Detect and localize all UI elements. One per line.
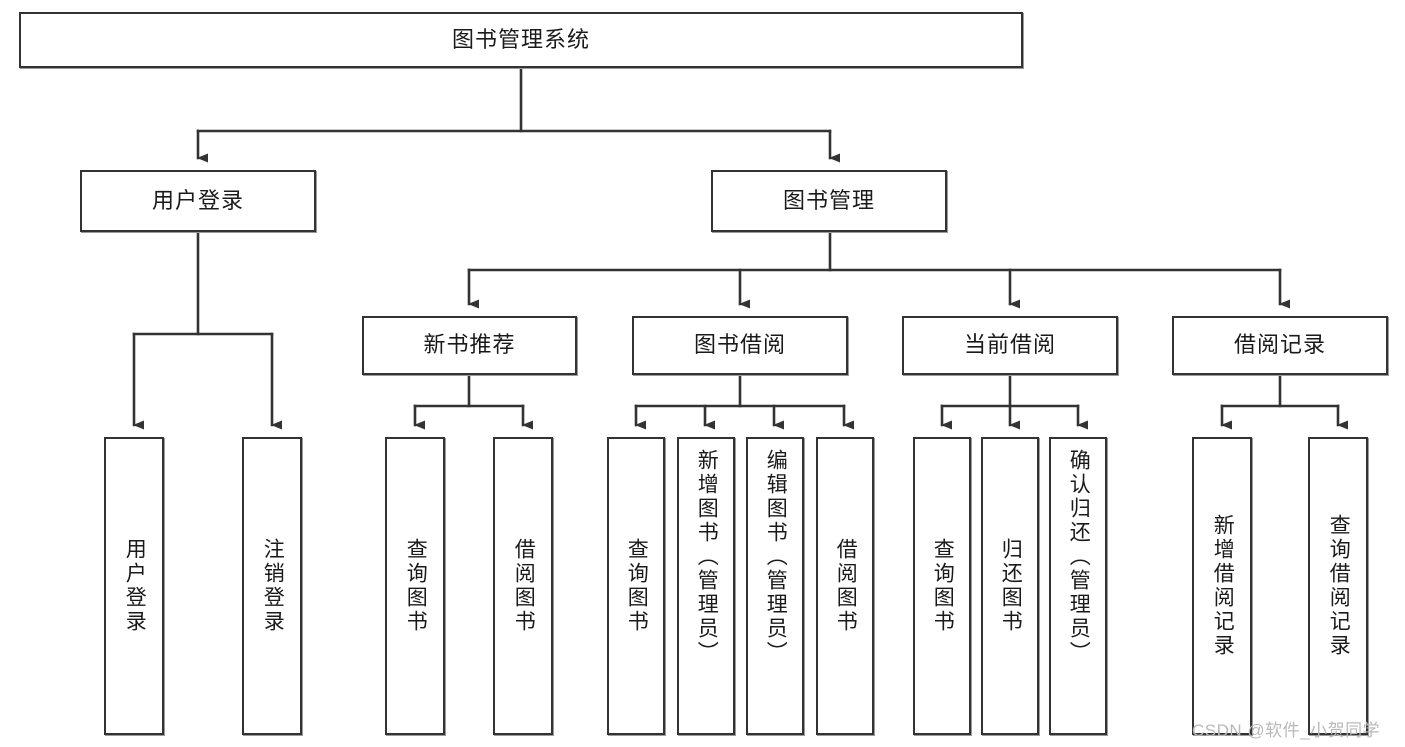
node-leaf-return-book[interactable]: 归还图书 xyxy=(981,437,1039,735)
node-borrow-record-label: 借阅记录 xyxy=(1233,332,1326,358)
node-leaf-confirm-return[interactable]: 确认归还（管理员） xyxy=(1049,437,1107,735)
node-leaf-add-book-label: 新增图书（管理员） xyxy=(695,449,719,665)
node-leaf-confirm-return-label: 确认归还（管理员） xyxy=(1067,449,1091,665)
node-book-borrow[interactable]: 图书借阅 xyxy=(632,316,848,375)
node-root[interactable]: 图书管理系统 xyxy=(19,12,1023,68)
node-user-login-label: 用户登录 xyxy=(151,187,244,213)
node-leaf-query-record-label: 查询借阅记录 xyxy=(1327,514,1351,658)
node-book-manage-label: 图书管理 xyxy=(782,187,875,213)
node-new-book-recommend-label: 新书推荐 xyxy=(423,332,516,358)
node-leaf-borrow-book-1[interactable]: 借阅图书 xyxy=(493,437,553,735)
node-leaf-edit-book-label: 编辑图书（管理员） xyxy=(764,449,788,665)
node-leaf-query-book-3[interactable]: 查询图书 xyxy=(913,437,971,735)
node-new-book-recommend[interactable]: 新书推荐 xyxy=(362,316,577,375)
node-borrow-record[interactable]: 借阅记录 xyxy=(1172,316,1388,375)
node-root-label: 图书管理系统 xyxy=(451,26,590,52)
node-leaf-query-book-2-label: 查询图书 xyxy=(625,538,649,634)
node-leaf-return-book-label: 归还图书 xyxy=(999,538,1023,634)
node-leaf-user-logout[interactable]: 注销登录 xyxy=(242,437,302,735)
node-leaf-edit-book[interactable]: 编辑图书（管理员） xyxy=(746,437,804,735)
node-leaf-query-book-1-label: 查询图书 xyxy=(404,538,428,634)
node-leaf-add-book[interactable]: 新增图书（管理员） xyxy=(677,437,735,735)
node-leaf-user-logout-label: 注销登录 xyxy=(261,538,285,634)
node-current-borrow[interactable]: 当前借阅 xyxy=(902,316,1118,375)
node-leaf-add-record[interactable]: 新增借阅记录 xyxy=(1192,437,1252,735)
node-leaf-borrow-book-2-label: 借阅图书 xyxy=(834,538,858,634)
csdn-watermark: CSDN @软件_小贺同学 xyxy=(1192,721,1381,740)
node-leaf-user-login[interactable]: 用户登录 xyxy=(104,437,164,735)
node-current-borrow-label: 当前借阅 xyxy=(963,332,1056,358)
node-book-borrow-label: 图书借阅 xyxy=(693,332,786,358)
node-leaf-query-book-2[interactable]: 查询图书 xyxy=(607,437,665,735)
node-book-manage[interactable]: 图书管理 xyxy=(711,170,947,232)
node-leaf-borrow-book-2[interactable]: 借阅图书 xyxy=(816,437,874,735)
node-leaf-add-record-label: 新增借阅记录 xyxy=(1211,514,1235,658)
node-leaf-borrow-book-1-label: 借阅图书 xyxy=(512,538,536,634)
node-leaf-query-record[interactable]: 查询借阅记录 xyxy=(1308,437,1368,735)
node-leaf-query-book-1[interactable]: 查询图书 xyxy=(385,437,445,735)
node-leaf-user-login-label: 用户登录 xyxy=(123,538,147,634)
node-user-login[interactable]: 用户登录 xyxy=(80,170,316,232)
node-leaf-query-book-3-label: 查询图书 xyxy=(931,538,955,634)
